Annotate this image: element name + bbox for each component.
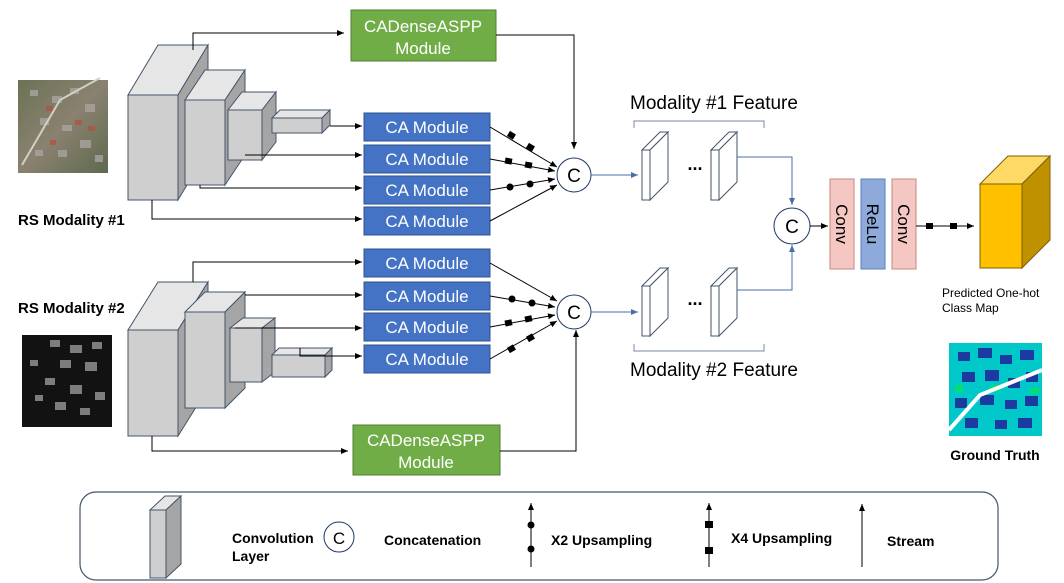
- modality-2-feature-maps: [640, 266, 739, 338]
- legend-conv-label-1: Convolution: [232, 530, 314, 546]
- branch-1-upsampling-lines: [489, 34, 577, 222]
- ground-truth-label: Ground Truth: [950, 447, 1039, 463]
- modality-2-feature-label: Modality #2 Feature: [630, 360, 798, 381]
- legend-x2-label: X2 Upsampling: [551, 532, 652, 548]
- svg-text:CA Module: CA Module: [385, 118, 468, 137]
- svg-text:CA Module: CA Module: [385, 212, 468, 231]
- concat-node-2: C: [556, 294, 592, 330]
- svg-text:CA Module: CA Module: [385, 318, 468, 337]
- svg-text:CA Module: CA Module: [385, 350, 468, 369]
- rs-modality-1-image: [18, 77, 108, 173]
- svg-text:CA Module: CA Module: [385, 181, 468, 200]
- modality-1-feature-maps: [640, 130, 739, 202]
- svg-text:CA Module: CA Module: [385, 150, 468, 169]
- ca-module: CA Module: [363, 248, 491, 278]
- branch-1-upsampling-markers: [504, 130, 535, 191]
- svg-text:C: C: [785, 217, 799, 238]
- svg-text:CADenseASPP: CADenseASPP: [367, 431, 485, 450]
- encoder-2-conv-stack: [127, 280, 334, 438]
- predicted-class-map-cuboid: [978, 154, 1052, 270]
- ca-module: CA Module: [363, 144, 491, 174]
- conv-block-1: Conv: [829, 178, 855, 270]
- branch-2-upsampling-lines: [489, 262, 579, 452]
- rs-modality-1-label: RS Modality #1: [18, 212, 125, 229]
- ca-modules-branch-1: CA Module CA Module CA Module CA Module: [363, 112, 491, 236]
- cadense-aspp-module-1: CADenseASPP Module: [350, 9, 497, 62]
- concat-node-1: C: [556, 157, 592, 193]
- predicted-label-line-2: Class Map: [942, 301, 999, 315]
- predicted-label-line-1: Predicted One-hot: [942, 286, 1040, 300]
- legend-concat-label: Concatenation: [384, 532, 481, 548]
- encoder-2-streams: [151, 259, 362, 454]
- ca-module: CA Module: [363, 312, 491, 342]
- ca-modules-branch-2: CA Module CA Module CA Module CA Module: [363, 248, 491, 374]
- svg-text:CA Module: CA Module: [385, 254, 468, 273]
- svg-text:Conv: Conv: [832, 204, 851, 244]
- legend: Convolution Layer C Concatenation X2 Ups…: [79, 491, 999, 581]
- rs-modality-2-label: RS Modality #2: [18, 300, 125, 317]
- legend-x4-label: X4 Upsampling: [731, 530, 832, 546]
- modality-2-brace: [633, 344, 765, 352]
- feature-streams: [591, 156, 795, 315]
- encoder-1-conv-stack: [127, 43, 332, 202]
- ca-module: CA Module: [363, 175, 491, 205]
- cadense-aspp-module-2: CADenseASPP Module: [352, 424, 501, 476]
- svg-text:Module: Module: [398, 453, 454, 472]
- conv-block-2: Conv: [891, 178, 917, 270]
- ca-module: CA Module: [363, 112, 491, 142]
- ca-module: CA Module: [363, 206, 491, 236]
- legend-concat-icon: C: [323, 521, 355, 553]
- ellipsis-2: ...: [687, 289, 702, 309]
- modality-1-brace: [633, 120, 765, 128]
- svg-text:ReLu: ReLu: [863, 204, 882, 245]
- svg-text:C: C: [567, 303, 581, 324]
- legend-conv-layer-icon: [148, 494, 183, 580]
- svg-text:Conv: Conv: [894, 204, 913, 244]
- concat-node-3: C: [773, 207, 811, 245]
- ca-module: CA Module: [363, 281, 491, 311]
- svg-text:C: C: [333, 529, 345, 548]
- legend-x4-upsampling-icon: [705, 503, 713, 567]
- legend-conv-label-2: Layer: [232, 548, 270, 564]
- x4-marker: [950, 223, 957, 229]
- rs-modality-2-image: [22, 335, 112, 427]
- svg-text:Module: Module: [395, 39, 451, 58]
- svg-text:CADenseASPP: CADenseASPP: [364, 17, 482, 36]
- svg-text:CA Module: CA Module: [385, 287, 468, 306]
- legend-x2-upsampling-icon: [527, 503, 535, 567]
- modality-1-feature-label: Modality #1 Feature: [630, 93, 798, 114]
- x4-marker: [926, 223, 933, 229]
- branch-2-upsampling-markers: [504, 295, 536, 354]
- ground-truth-image: [947, 343, 1043, 436]
- svg-text:C: C: [567, 166, 581, 187]
- legend-stream-label: Stream: [887, 533, 934, 549]
- relu-block: ReLu: [860, 178, 886, 270]
- encoder-1-streams: [151, 30, 362, 222]
- ca-module: CA Module: [363, 344, 491, 374]
- ellipsis-1: ...: [687, 154, 702, 174]
